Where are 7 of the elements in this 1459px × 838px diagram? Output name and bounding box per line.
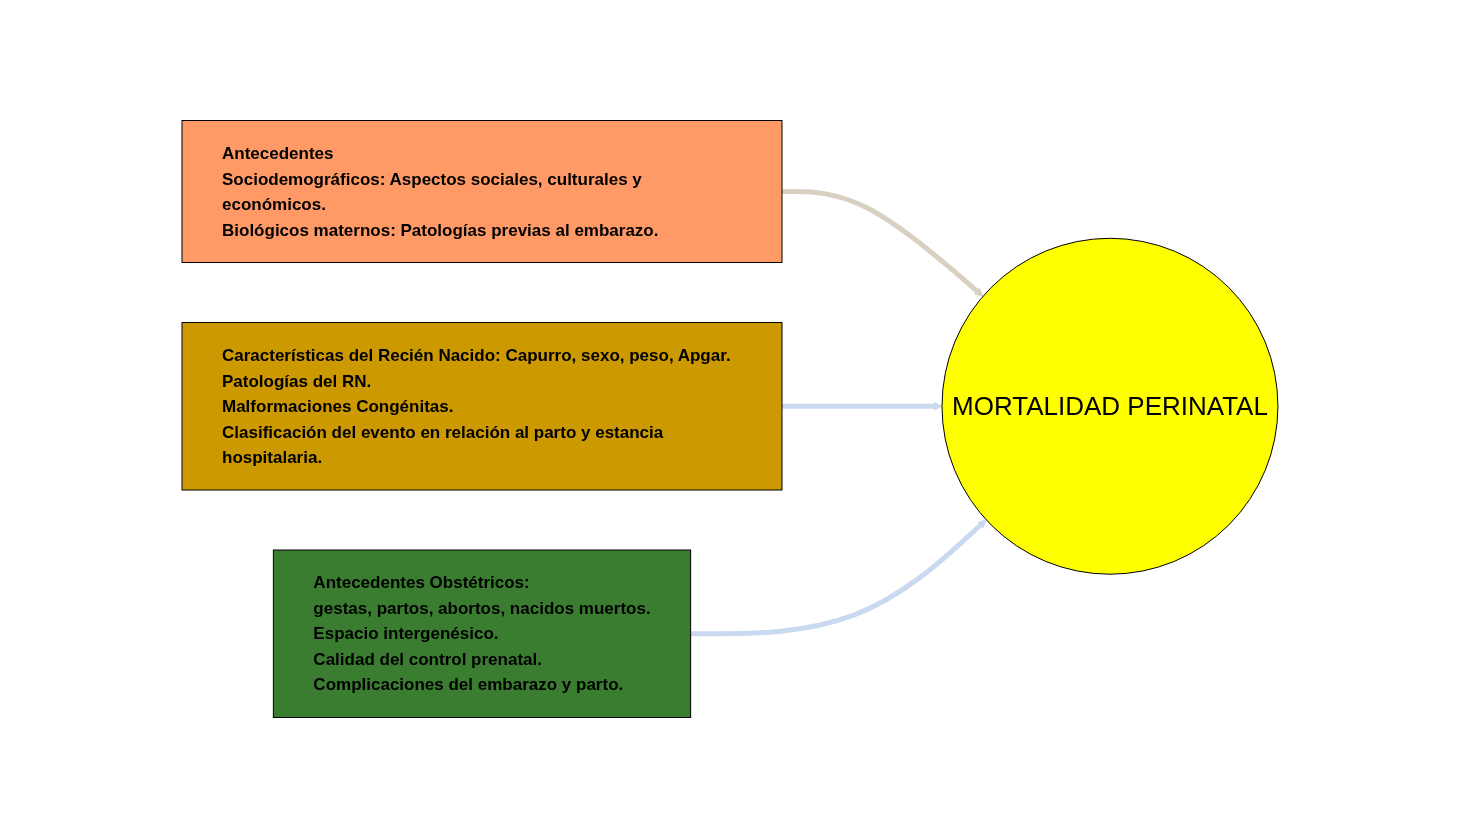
- node-box: Antecedentes Sociodemográficos: Aspectos sociales, culturales y económicos. Biológicos maternos: Patologías previas al embarazo.: [181, 120, 783, 263]
- arrow: [781, 189, 983, 297]
- node-box: Antecedentes Obstétricos: gestas, partos, abortos, nacidos muertos. Espacio intergenésico. Calidad del control prenatal. Complicaciones del embarazo y parto.: [272, 549, 691, 718]
- node-box: Características del Recién Nacido: Capurro, sexo, peso, Apgar. Patologías del RN. Malformaciones Congénitas. Clasificación del evento en relación al parto y estancia hospitalaria.: [181, 322, 783, 491]
- node-circle: MORTALIDAD PERINATAL: [941, 237, 1278, 575]
- arrow: [781, 401, 942, 411]
- arrow: [690, 519, 987, 637]
